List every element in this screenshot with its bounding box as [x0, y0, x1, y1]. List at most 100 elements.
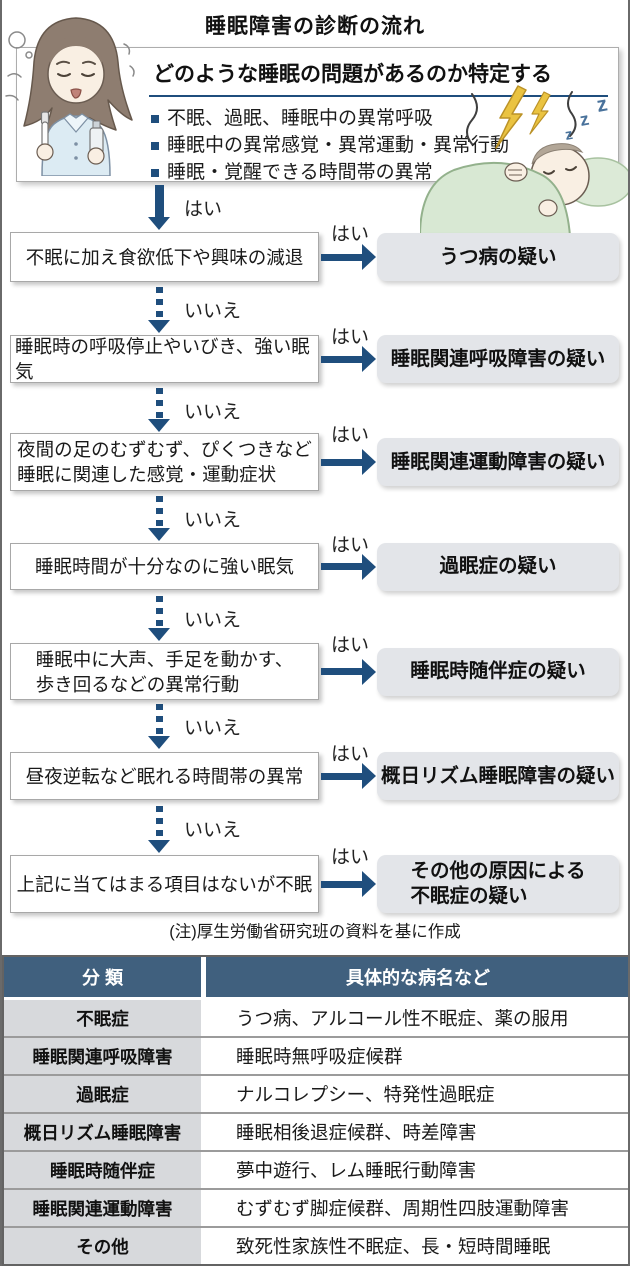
square-bullet-icon [151, 114, 159, 123]
question-text: 不眠に加え食欲低下や興味の減退 [25, 246, 304, 268]
flow-row: 睡眠中に大声、手足を動かす、 歩き回るなどの異常行動 はい 睡眠時随伴症の疑い [2, 635, 628, 700]
flow-row: 睡眠時間が十分なのに強い眠気 はい 過眠症の疑い [2, 535, 628, 591]
result-box: 睡眠関連運動障害の疑い [377, 438, 619, 486]
result-box: うつ病の疑い [377, 233, 619, 281]
snoring-man-illustration: z z z [420, 85, 628, 236]
no-label: いいえ [184, 718, 242, 739]
category-cell: 睡眠時随伴症 [4, 1152, 206, 1188]
arrow-right-icon [321, 346, 376, 372]
problem-bullet-list: 不眠、過眠、睡眠中の異常呼吸 睡眠中の異常感覚・異常運動・異常行動 睡眠・覚醒で… [149, 105, 608, 186]
diseases-cell: 睡眠時無呼吸症候群 [206, 1038, 628, 1074]
bullet-text: 睡眠・覚醒できる時間帯の異常 [167, 162, 433, 183]
arrow-shaft [155, 388, 163, 419]
question-box: 不眠に加え食欲低下や興味の減退 [10, 232, 319, 282]
no-label: いいえ [184, 402, 242, 423]
list-item: 睡眠中の異常感覚・異常運動・異常行動 [149, 132, 608, 159]
flow-row: 上記に当てはまる項目はないが不眠 はい その他の原因による 不眠症の疑い [2, 847, 628, 913]
bullet-text: 不眠、過眠、睡眠中の異常呼吸 [167, 108, 434, 129]
category-cell: 不眠症 [4, 1000, 206, 1036]
arrow-shaft [155, 806, 163, 840]
arrow-down-dashed-icon: いいえ [148, 388, 241, 432]
identify-problem-heading: どのような睡眠の問題があるのか特定する [149, 57, 608, 97]
snore-z-text: z [578, 109, 590, 130]
arrow-head [148, 528, 170, 541]
arrow-shaft [155, 287, 163, 320]
category-cell: 睡眠関連呼吸障害 [4, 1038, 206, 1074]
arrow-right-icon [321, 244, 376, 270]
diseases-cell: 致死性家族性不眠症、長・短時間睡眠 [206, 1228, 628, 1264]
category-cell: その他 [4, 1228, 206, 1264]
question-box: 上記に当てはまる項目はないが不眠 [10, 855, 319, 913]
yes-label: はい [331, 744, 370, 765]
flow-row: 夜間の足のむずむず、ぴくつきなど 睡眠に関連した感覚・運動症状 はい 睡眠関連運… [2, 425, 628, 491]
arrow-shaft [155, 704, 163, 736]
question-box: 昼夜逆転など眠れる時間帯の異常 [10, 752, 319, 800]
result-box: 睡眠時随伴症の疑い [377, 647, 619, 696]
yes-label: はい [331, 847, 370, 868]
arrow-shaft [154, 185, 164, 217]
result-text: うつ病の疑い [439, 245, 557, 268]
arrow-head [148, 840, 170, 853]
snore-z-text: z [595, 92, 609, 116]
category-cell: 概日リズム睡眠障害 [4, 1114, 206, 1150]
category-cell: 過眠症 [4, 1076, 206, 1112]
arrow-head [148, 419, 170, 432]
table-row: 不眠症 うつ病、アルコール性不眠症、薬の服用 [4, 997, 628, 1036]
table-row: 過眠症 ナルコレプシー、特発性過眠症 [4, 1074, 628, 1112]
list-item: 不眠、過眠、睡眠中の異常呼吸 [149, 105, 608, 132]
yes-label: はい [331, 635, 370, 656]
question-box: 夜間の足のむずむず、ぴくつきなど 睡眠に関連した感覚・運動症状 [10, 433, 319, 491]
arrow-down-dashed-icon: いいえ [148, 704, 241, 749]
diseases-cell: 夢中遊行、レム睡眠行動障害 [206, 1152, 628, 1188]
result-box: その他の原因による 不眠症の疑い [377, 855, 619, 913]
question-text: 睡眠中に大声、手足を動かす、 歩き回るなどの異常行動 [35, 648, 294, 695]
yes-label: はい [331, 425, 370, 446]
square-bullet-icon [151, 168, 159, 177]
yes-label: はい [331, 535, 370, 556]
question-text: 睡眠時間が十分なのに強い眠気 [34, 556, 294, 577]
table-row: 睡眠関連呼吸障害 睡眠時無呼吸症候群 [4, 1036, 628, 1074]
table-row: 概日リズム睡眠障害 睡眠相後退症候群、時差障害 [4, 1112, 628, 1150]
snore-z-text: z [564, 126, 574, 144]
list-item: 睡眠・覚醒できる時間帯の異常 [149, 159, 608, 186]
square-bullet-icon [151, 141, 159, 150]
diseases-cell: ナルコレプシー、特発性過眠症 [206, 1076, 628, 1112]
question-text: 昼夜逆転など眠れる時間帯の異常 [25, 765, 304, 787]
arrow-down-dashed-icon: いいえ [148, 496, 241, 541]
arrow-down-dashed-icon: いいえ [148, 287, 241, 333]
category-cell: 睡眠関連運動障害 [4, 1190, 206, 1226]
arrow-down-dashed-icon: いいえ [148, 596, 241, 641]
lightning-icon [529, 91, 551, 135]
table-row: 睡眠時随伴症 夢中遊行、レム睡眠行動障害 [4, 1150, 628, 1188]
result-text: 睡眠関連呼吸障害の疑い [390, 347, 606, 370]
diseases-cell: うつ病、アルコール性不眠症、薬の服用 [206, 1000, 628, 1036]
yes-label: はい [331, 224, 370, 245]
result-text: 睡眠関連運動障害の疑い [390, 450, 606, 473]
question-text: 上記に当てはまる項目はないが不眠 [16, 873, 313, 895]
question-text: 睡眠時の呼吸停止やいびき、強い眠気 [15, 336, 310, 382]
no-label: いいえ [184, 820, 242, 841]
question-box: 睡眠時間が十分なのに強い眠気 [10, 543, 319, 590]
arrow-right-icon [321, 658, 376, 685]
question-box: 睡眠時の呼吸停止やいびき、強い眠気 [10, 335, 319, 383]
arrow-head [148, 628, 170, 641]
flow-row: 不眠に加え食欲低下や興味の減退 はい うつ病の疑い [2, 224, 628, 282]
arrow-right-icon [321, 871, 376, 897]
page-title: 睡眠障害の診断の流れ [205, 15, 425, 38]
classification-table: 分 類 具体的な病名など 不眠症 うつ病、アルコール性不眠症、薬の服用 睡眠関連… [2, 955, 628, 1266]
yes-label: はい [184, 199, 223, 220]
diseases-cell: むずむず脚症候群、周期性四肢運動障害 [206, 1190, 628, 1226]
diseases-cell: 睡眠相後退症候群、時差障害 [206, 1114, 628, 1150]
table-row: その他 致死性家族性不眠症、長・短時間睡眠 [4, 1226, 628, 1264]
question-text: 夜間の足のむずむず、ぴくつきなど 睡眠に関連した感覚・運動症状 [17, 439, 312, 485]
arrow-head [148, 736, 170, 749]
no-label: いいえ [184, 610, 242, 631]
question-box: 睡眠中に大声、手足を動かす、 歩き回るなどの異常行動 [10, 643, 319, 700]
table-row: 睡眠関連運動障害 むずむず脚症候群、周期性四肢運動障害 [4, 1188, 628, 1226]
source-note: (注)厚生労働省研究班の資料を基に作成 [169, 923, 461, 941]
result-text: 概日リズム睡眠障害の疑い [380, 764, 615, 787]
column-header-diseases: 具体的な病名など [206, 957, 628, 997]
flow-row: 昼夜逆転など眠れる時間帯の異常 はい 概日リズム睡眠障害の疑い [2, 744, 628, 800]
result-box: 概日リズム睡眠障害の疑い [377, 752, 619, 800]
arrow-right-icon [321, 763, 376, 789]
